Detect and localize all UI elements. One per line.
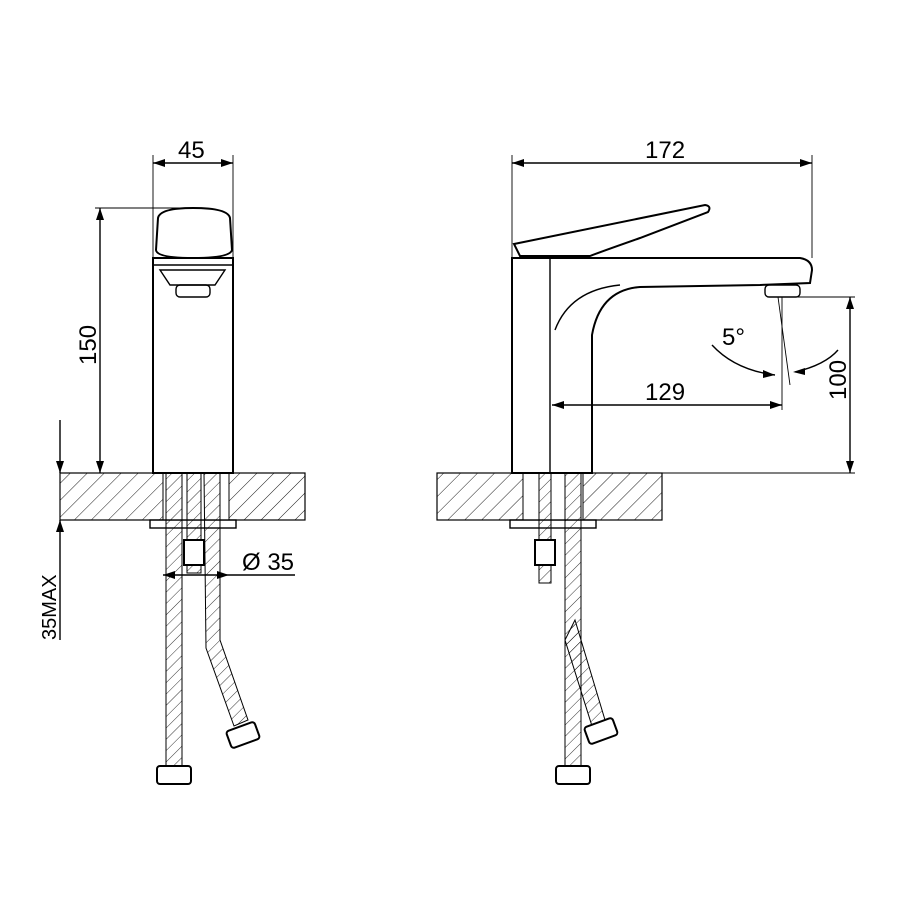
dim-height: 150 xyxy=(75,325,102,365)
body-side xyxy=(511,257,814,474)
handle-front xyxy=(154,206,234,260)
dim-reach: 129 xyxy=(645,379,685,406)
dim-spout-height: 100 xyxy=(825,360,852,400)
handle-side xyxy=(512,203,711,257)
dim-width: 45 xyxy=(178,137,205,164)
side-view: 172 129 5° 100 xyxy=(436,137,855,785)
dim-hole-diameter: Ø 35 xyxy=(242,549,294,576)
dim-deck-thickness: 35MAX xyxy=(39,574,61,640)
body-front xyxy=(152,257,234,474)
front-view: 45 150 35MAX Ø 35 xyxy=(39,137,306,785)
dim-length: 172 xyxy=(645,137,685,164)
dim-angle: 5° xyxy=(722,324,745,351)
